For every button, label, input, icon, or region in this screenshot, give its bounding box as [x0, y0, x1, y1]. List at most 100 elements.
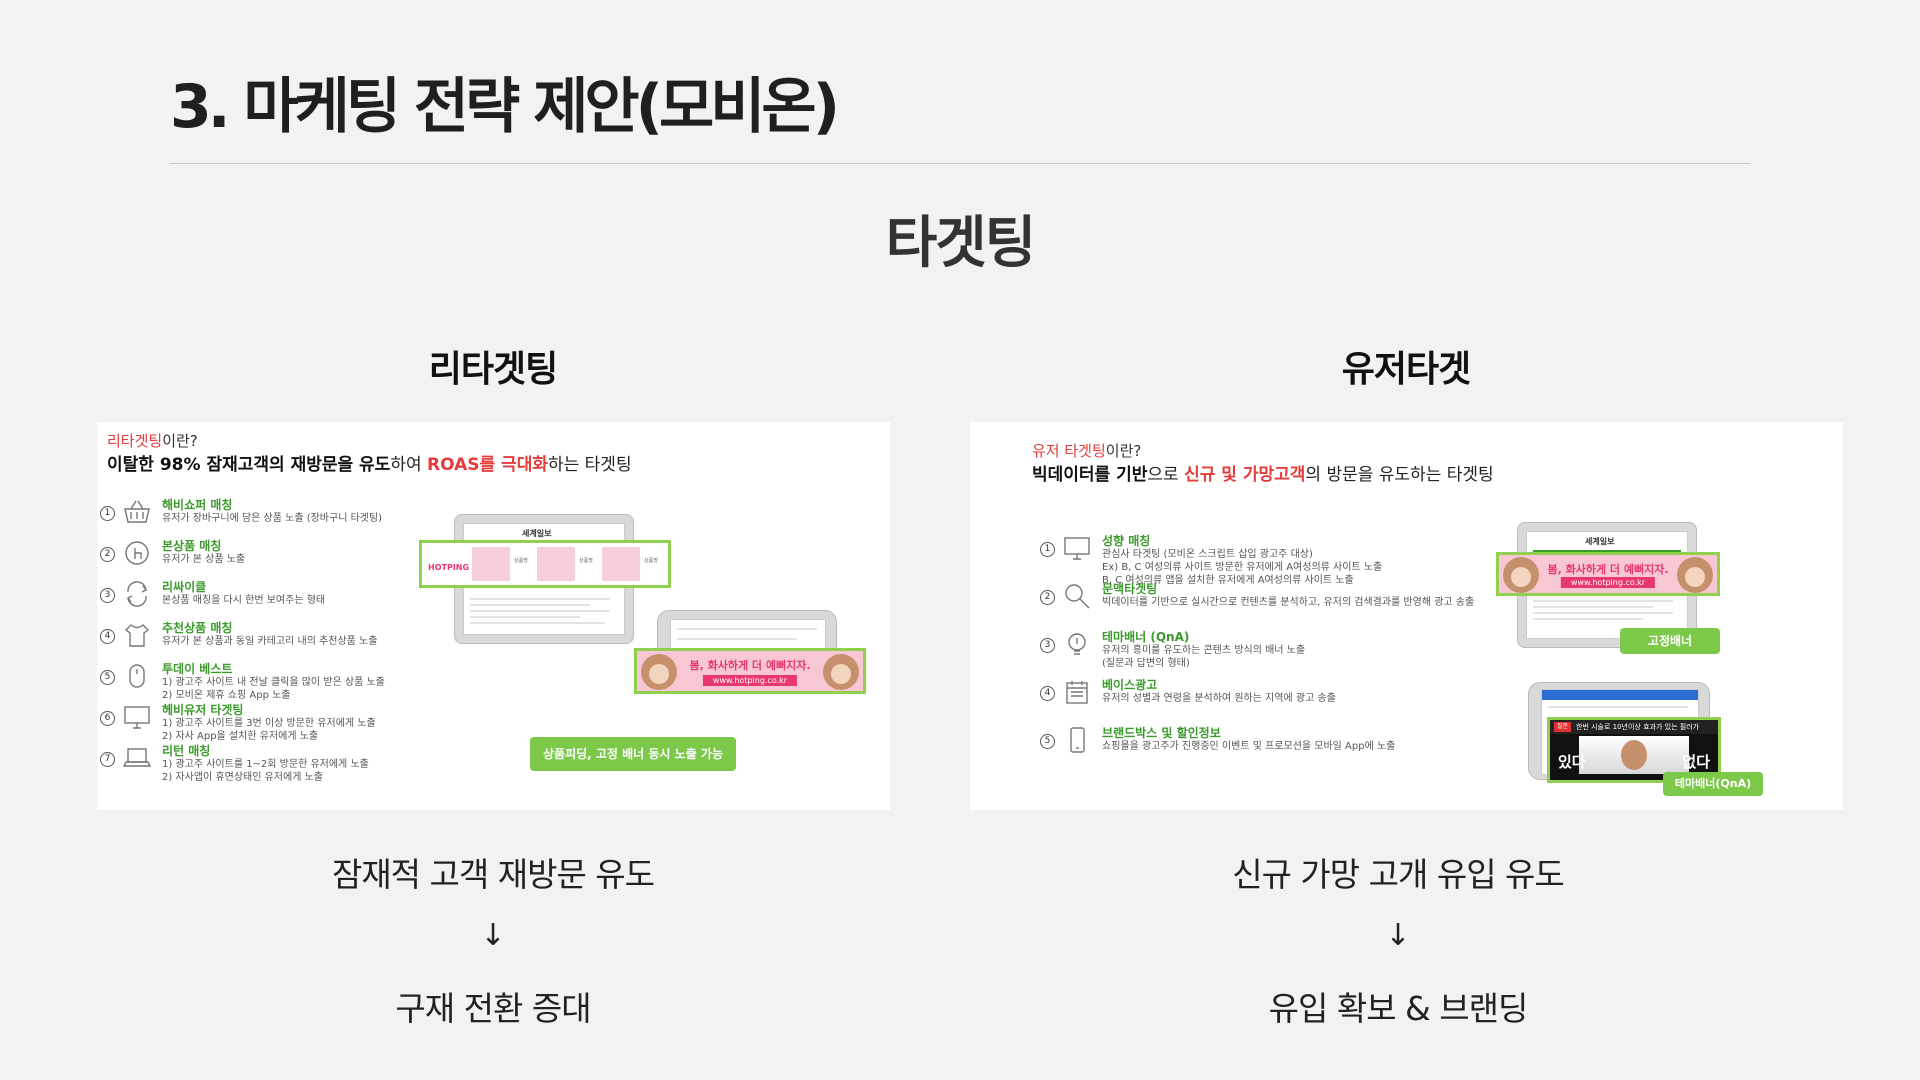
main-heading: 타겟팅 [885, 211, 1037, 276]
fixed-banner-pill: 고정배너 [1620, 628, 1720, 654]
retargeting-heading: 리타겟팅 [428, 349, 558, 390]
calendar-icon [1062, 678, 1092, 706]
shirt-icon [122, 621, 152, 649]
item-number: 2 [100, 547, 115, 562]
item-number: 3 [1040, 638, 1055, 653]
item-title: 문맥타겟팅 [1102, 582, 1158, 596]
mouse-icon [122, 662, 152, 690]
item-number: 1 [100, 506, 115, 521]
product-thumb [537, 547, 575, 581]
item-description: 유저의 흥미를 유도하는 콘텐츠 방식의 배너 노출(질문과 답변의 형태) [1102, 645, 1306, 669]
model-face [1503, 557, 1539, 593]
qna-question: 한번 시술로 10년이상 효과가 있는 필러가 [1550, 720, 1718, 734]
item-title: 성향 매칭 [1102, 534, 1151, 548]
search-icon [1062, 582, 1092, 610]
item-description: 유저의 성별과 연령을 분석하여 원하는 지역에 광고 송출 [1102, 693, 1336, 704]
model-face [823, 654, 859, 690]
item-number: 1 [1040, 542, 1055, 557]
down-arrow-icon: ↓ [480, 918, 506, 953]
item-number: 4 [100, 629, 115, 644]
product-feed-banner[interactable]: HOTPING 상품명 상품명 상품명 [419, 540, 671, 588]
retargeting-result: 구재 전환 증대 [395, 989, 591, 1028]
item-description: 쇼핑몰을 광고주가 진행중인 이벤트 및 프로모션을 모바일 App에 노출 [1102, 741, 1396, 752]
intro-question: 리타겟팅이란? [107, 432, 198, 450]
intro-question: 유저 타겟팅이란? [1032, 442, 1142, 460]
basket-icon [122, 498, 152, 526]
item-title: 헤비유저 타겟팅 [162, 703, 244, 717]
mock-site-logo: 세계일보 [522, 529, 552, 538]
qna-tag: 질문 [1554, 722, 1572, 732]
product-thumb [602, 547, 640, 581]
user-target-panel: 유저 타겟팅이란? 빅데이터를 기반으로 신규 및 가망고객의 방문을 유도하는… [970, 422, 1843, 810]
feature-item: 3 테마배너 (QnA)유저의 흥미를 유도하는 콘텐츠 방식의 배너 노출(질문… [1040, 628, 1540, 669]
item-number: 6 [100, 711, 115, 726]
banner-url: www.hotping.co.kr [1560, 577, 1656, 588]
slide-title: 3. 마케팅 전략 제안(모비온) [170, 72, 840, 142]
retargeting-caption: 잠재적 고객 재방문 유도 [331, 855, 655, 894]
item-number: 7 [100, 752, 115, 767]
item-description: 본상품 매칭을 다시 한번 보여주는 형태 [162, 595, 326, 606]
item-number: 2 [1040, 590, 1055, 605]
item-number: 4 [1040, 686, 1055, 701]
item-description: 유저가 장바구니에 담은 상품 노출 (장바구니 타겟팅) [162, 513, 383, 524]
item-title: 리싸이클 [162, 580, 207, 594]
phone-icon [1062, 726, 1092, 754]
intro-statement: 이탈한 98% 잠재고객의 재방문을 유도하여 ROAS를 극대화하는 타겟팅 [107, 455, 632, 475]
banner-headline: 봄, 화사하게 더 예뻐지자. [689, 659, 811, 672]
bulb-icon [1062, 630, 1092, 658]
item-description: 관심사 타겟팅 (모비온 스크립트 삽입 광고주 대상)Ex) B, C 여성의… [1102, 549, 1383, 586]
item-title: 해비쇼퍼 매칭 [162, 498, 233, 512]
intro-statement: 빅데이터를 기반으로 신규 및 가망고객의 방문을 유도하는 타겟팅 [1032, 465, 1494, 485]
item-title: 테마배너 (QnA) [1102, 630, 1190, 644]
monitor-icon [1062, 534, 1092, 562]
qna-answer-yes[interactable]: 있다 [1558, 753, 1586, 771]
fixed-banner-ad[interactable]: 봄, 화사하게 더 예뻐지자. www.hotping.co.kr [634, 648, 866, 694]
title-divider [170, 163, 1750, 164]
product-thumb [472, 547, 510, 581]
touch-icon [122, 539, 152, 567]
banner-headline: 봄, 화사하게 더 예뻐지자. [1547, 563, 1669, 576]
user-target-heading: 유저타겟 [1341, 349, 1471, 390]
item-description: 유저가 본 상품 노출 [162, 554, 246, 565]
item-number: 5 [100, 670, 115, 685]
qna-answer-no[interactable]: 없다 [1682, 753, 1710, 771]
item-title: 베이스광고 [1102, 678, 1158, 692]
banner-url: www.hotping.co.kr [702, 675, 798, 686]
item-title: 브랜드박스 및 할인정보 [1102, 726, 1221, 740]
down-arrow-icon: ↓ [1385, 918, 1411, 953]
retargeting-panel: 리타겟팅이란? 이탈한 98% 잠재고객의 재방문을 유도하여 ROAS를 극대… [97, 422, 890, 810]
monitor-icon [122, 703, 152, 731]
model-face [1677, 557, 1713, 593]
recycle-icon [122, 580, 152, 608]
item-title: 본상품 매칭 [162, 539, 222, 553]
feed-fixed-pill: 상품피딩, 고정 배너 동시 노출 가능 [530, 737, 736, 771]
qna-model-image [1579, 736, 1689, 774]
brand-label: HOTPING [428, 563, 470, 572]
mock-site-logo: 세계일보 [1585, 537, 1615, 546]
item-title: 리턴 매칭 [162, 744, 211, 758]
item-title: 추천상품 매칭 [162, 621, 233, 635]
user-target-caption: 신규 가망 고개 유입 유도 [1232, 855, 1565, 894]
item-number: 3 [100, 588, 115, 603]
user-target-result: 유입 확보 & 브랜딩 [1268, 989, 1529, 1028]
item-description: 유저가 본 상품과 동일 카테고리 내의 추천상품 노출 [162, 636, 378, 647]
theme-banner-pill: 테마배너(QnA) [1663, 772, 1763, 796]
item-description: 빅데이터를 기반으로 실시간으로 컨텐츠를 분석하고, 유저의 검색결과를 반영… [1102, 597, 1475, 608]
laptop-icon [122, 744, 152, 772]
fixed-banner-ad[interactable]: 봄, 화사하게 더 예뻐지자. www.hotping.co.kr [1496, 552, 1720, 596]
item-title: 투데이 베스트 [162, 662, 233, 676]
